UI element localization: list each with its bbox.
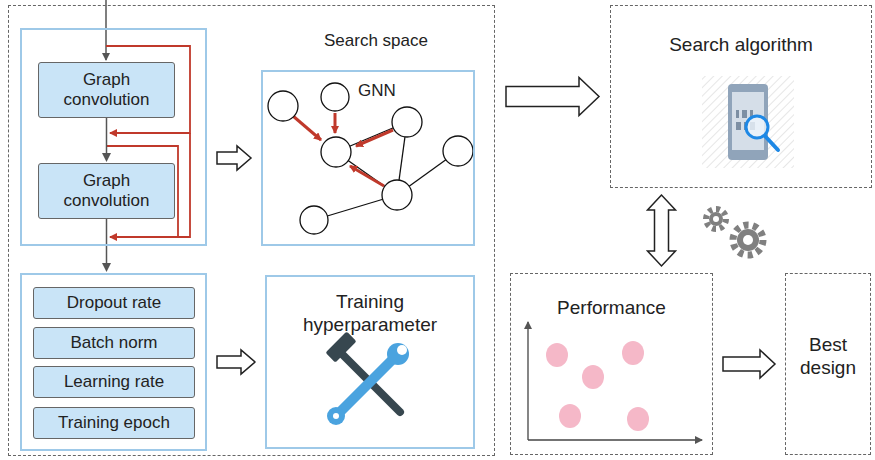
input-line [105, 0, 107, 60]
search-icon [702, 76, 794, 168]
node-label: Graph convolution [39, 171, 174, 212]
node-label: Best design [788, 334, 868, 380]
node-label: Batch norm [65, 333, 164, 353]
node-label: Graph convolution [39, 70, 174, 111]
node-label: Search space [256, 31, 496, 51]
gnn-graph [268, 83, 473, 234]
parameter-box: Dropout rate [33, 287, 195, 319]
hollow-arrow [723, 350, 775, 378]
node-label: Performance [521, 297, 702, 320]
result-box: Best design [785, 273, 871, 455]
node-label: Learning rate [58, 372, 170, 392]
search-algorithm-box: Search algorithm [610, 5, 872, 188]
hollow-arrow [217, 146, 251, 170]
skip-line [178, 133, 190, 237]
node-label: Search algorithm [621, 34, 861, 57]
gnn-panel: GNN [261, 70, 475, 246]
process-box: Graph convolution [38, 62, 175, 118]
node-label: Training hyperparameter [287, 291, 453, 337]
gears-icon [706, 209, 763, 255]
architecture-panel: Graph convolutionGraph convolution [20, 28, 207, 246]
parameter-box: Batch norm [33, 327, 195, 359]
node-label: Dropout rate [61, 293, 168, 313]
node-label: GNN [358, 81, 418, 101]
hollow-arrow [648, 195, 676, 266]
process-box: Graph convolution [38, 163, 175, 219]
scatter-plot [528, 322, 702, 440]
tools-icon [325, 331, 409, 425]
node-label: Training epoch [52, 413, 176, 433]
flow-arrow [102, 118, 111, 162]
performance-box: Performance [510, 273, 713, 455]
parameter-box: Learning rate [33, 366, 195, 398]
search-space-region: Search spaceGraph convolutionGraph convo… [8, 5, 495, 456]
parameter-box: Training epoch [33, 407, 195, 439]
hollow-arrow [506, 78, 599, 116]
hollow-arrow [217, 350, 255, 374]
hyperparameter-panel: Dropout rateBatch normLearning rateTrain… [20, 273, 207, 451]
training-panel: Training hyperparameter [265, 275, 475, 449]
